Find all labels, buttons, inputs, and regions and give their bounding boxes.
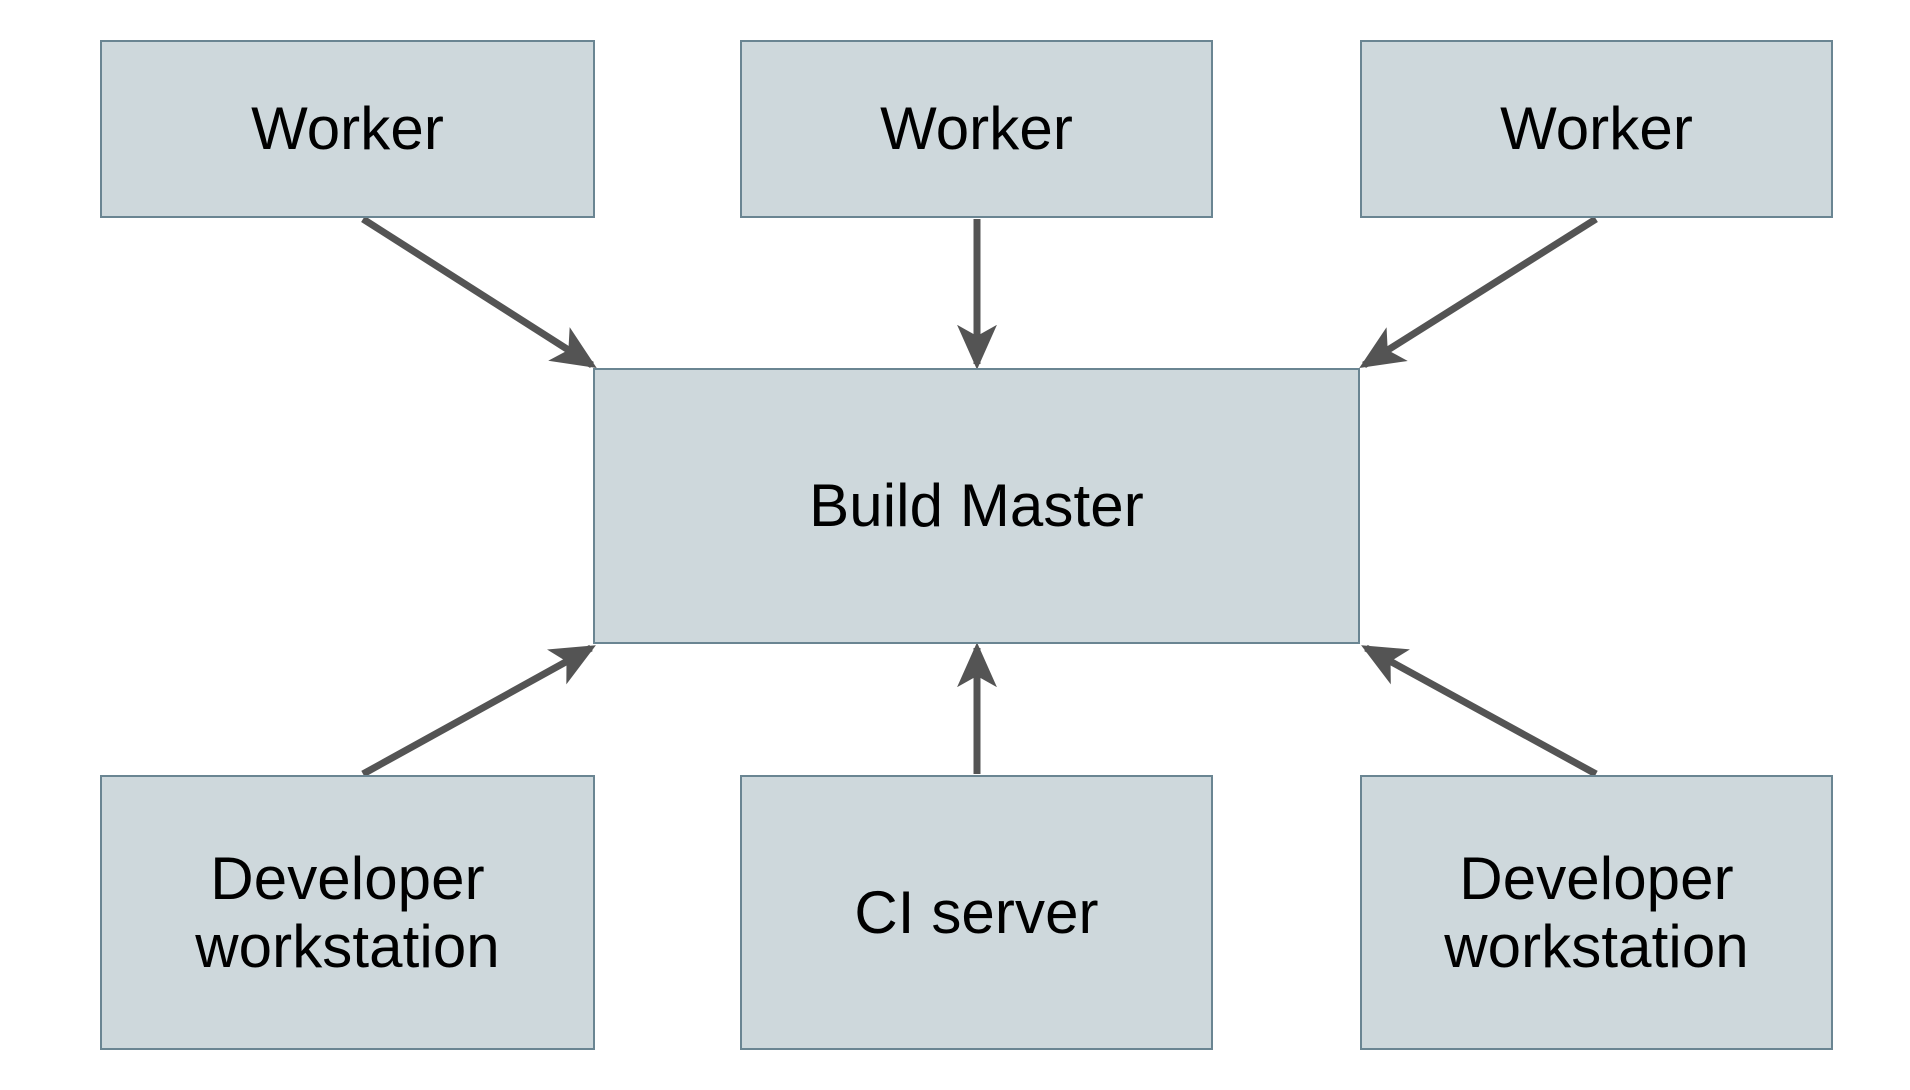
- node-ci-server-label: CI server: [854, 878, 1099, 946]
- node-worker-3-label: Worker: [1500, 95, 1693, 163]
- node-build-master-label: Build Master: [809, 472, 1144, 540]
- edge-worker-1-to-build-master: [361, 216, 597, 369]
- node-build-master[interactable]: Build Master: [593, 368, 1360, 644]
- node-worker-2[interactable]: Worker: [740, 40, 1213, 218]
- node-developer-workstation-right-label: Developer workstation: [1444, 845, 1749, 980]
- node-worker-3[interactable]: Worker: [1360, 40, 1833, 218]
- node-ci-server[interactable]: CI server: [740, 775, 1213, 1050]
- node-developer-workstation-left-label: Developer workstation: [195, 845, 500, 980]
- node-worker-1[interactable]: Worker: [100, 40, 595, 218]
- edge-worker-3-to-build-master: [1359, 216, 1598, 368]
- node-developer-workstation-right[interactable]: Developer workstation: [1360, 775, 1833, 1050]
- edge-dev-2-to-build-master: [1361, 644, 1598, 778]
- edge-dev-1-to-build-master: [361, 644, 596, 778]
- node-worker-1-label: Worker: [251, 95, 444, 163]
- node-worker-2-label: Worker: [880, 95, 1073, 163]
- node-developer-workstation-left[interactable]: Developer workstation: [100, 775, 595, 1050]
